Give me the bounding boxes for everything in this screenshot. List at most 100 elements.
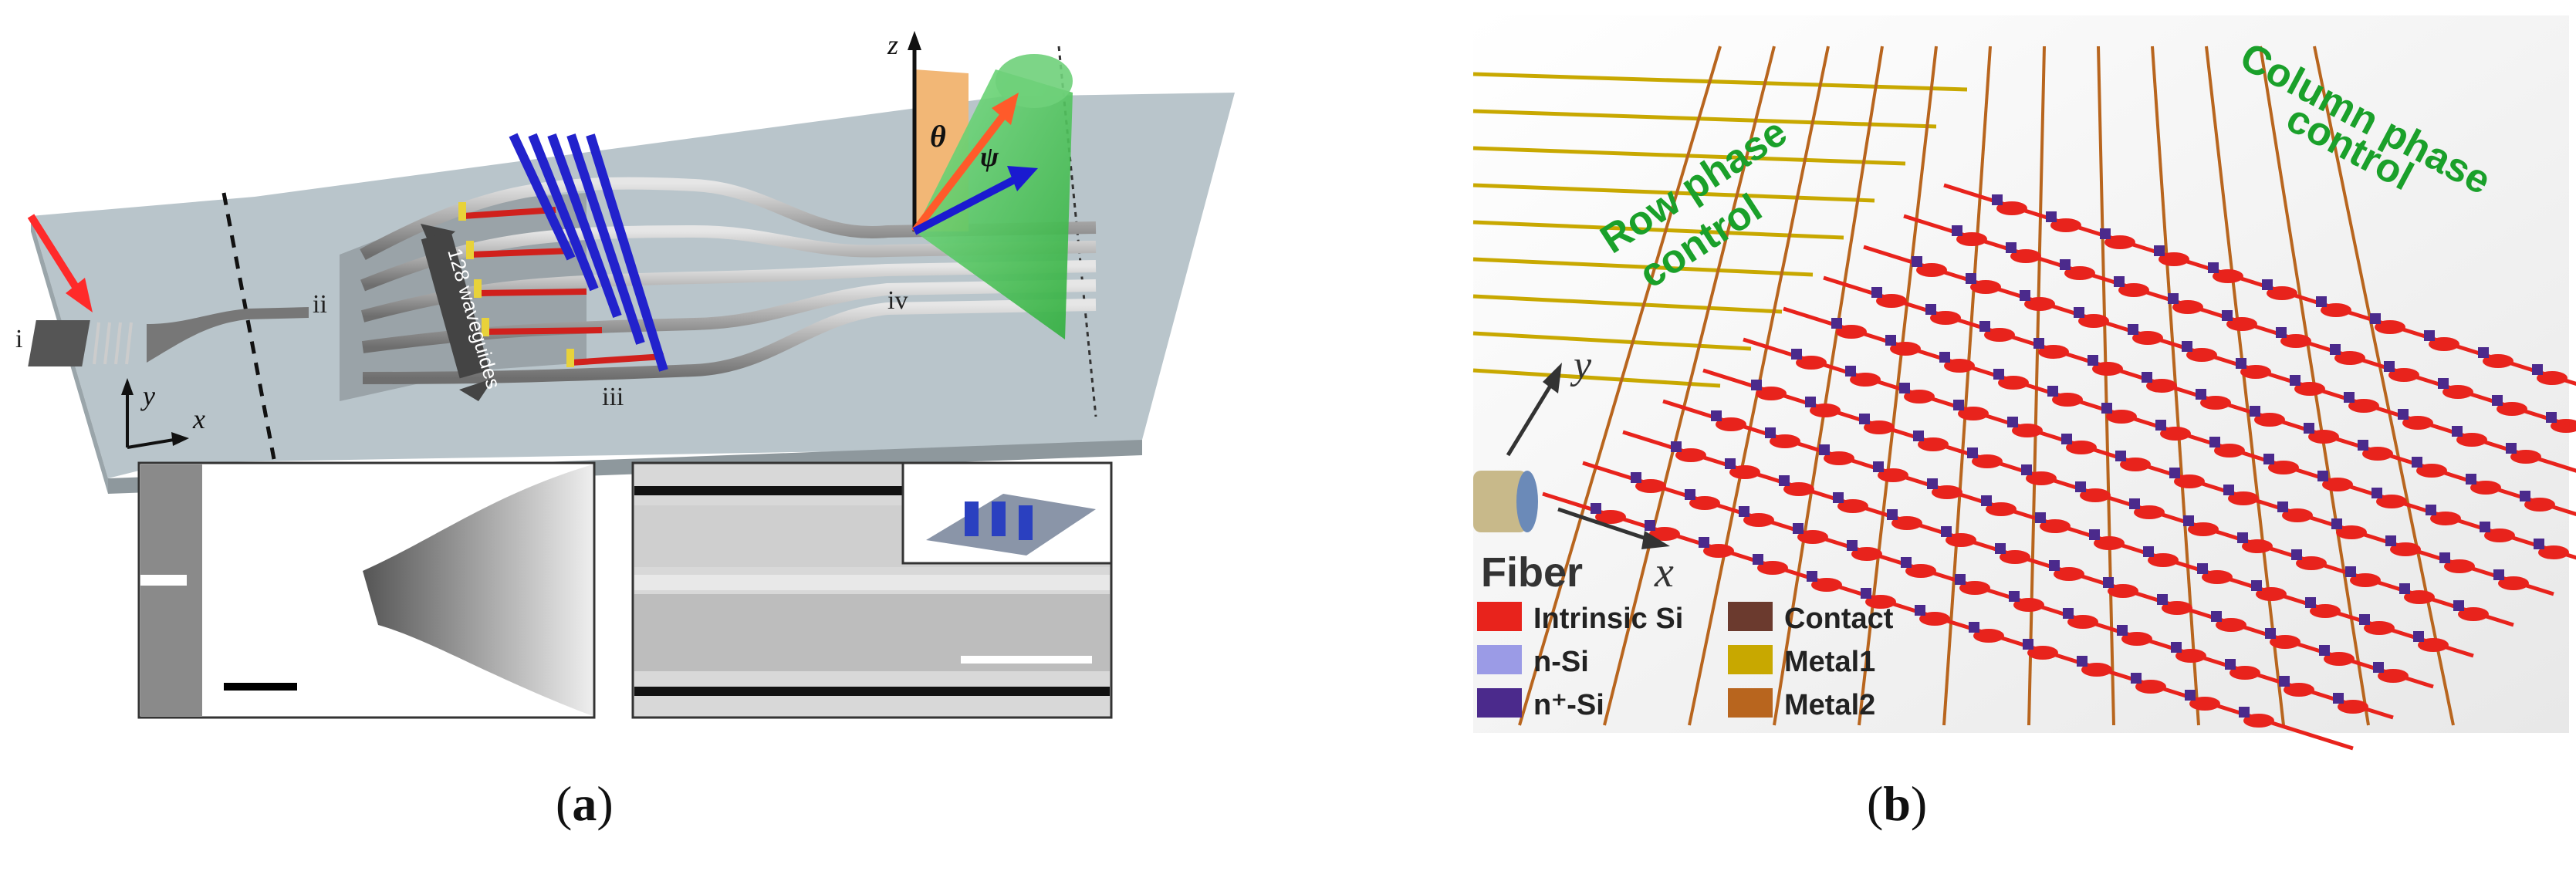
grating-antenna xyxy=(1958,407,1989,420)
phase-shifter xyxy=(2493,569,2504,580)
phase-shifter xyxy=(2103,577,2114,588)
grating-antenna xyxy=(2052,393,2083,407)
grating-antenna xyxy=(2310,604,2341,618)
phase-shifter xyxy=(1966,273,1976,284)
phase-shifter xyxy=(2100,228,2111,239)
metal1-row-line xyxy=(1472,331,1752,351)
phase-shifter xyxy=(2225,659,2236,670)
grating-antenna xyxy=(2038,345,2069,359)
grating-antenna xyxy=(2132,331,2163,345)
phase-shifter xyxy=(1995,543,2006,554)
phase-shifter xyxy=(2222,310,2233,321)
grating-antenna xyxy=(2148,553,2179,567)
metal2-column-line xyxy=(2313,46,2455,726)
phase-shifter xyxy=(1927,478,1938,489)
grating-antenna xyxy=(2174,474,2205,488)
phase-shifter xyxy=(2439,552,2450,563)
grating-antenna xyxy=(2390,542,2421,556)
grating-antenna xyxy=(2284,683,2314,697)
grating-antenna xyxy=(1930,311,1961,325)
grating-antenna xyxy=(1836,325,1867,339)
phase-shifter xyxy=(1779,475,1790,486)
legend-swatch-intrinsic-si xyxy=(1477,602,1522,631)
phase-shifter xyxy=(2143,546,2154,557)
phase-shifter xyxy=(2506,443,2517,454)
fiber: Fiber xyxy=(1473,471,1583,596)
control-electrodes xyxy=(509,133,668,372)
grating-antenna xyxy=(1850,373,1881,387)
legend-swatch-n-plus-si xyxy=(1477,688,1522,718)
phase-shifter xyxy=(2317,471,2328,481)
metal2-column-line xyxy=(1858,46,1938,726)
phase-shifter xyxy=(1753,554,1763,565)
legend-label-contact: Contact xyxy=(1784,603,1894,635)
grating-antenna xyxy=(1864,420,1895,434)
grating-antenna xyxy=(1635,479,1666,493)
grating-antenna xyxy=(2213,269,2243,283)
phase-shifter xyxy=(1979,321,1990,332)
grating-antenna xyxy=(1743,513,1774,527)
phase-shifter xyxy=(1859,414,1870,424)
metal1-row-line xyxy=(1472,294,1783,314)
grating-antenna xyxy=(1595,510,1626,524)
phase-shifter xyxy=(2263,454,2274,464)
grating-antenna xyxy=(2000,550,2030,564)
phase-shifter xyxy=(1725,458,1736,469)
region-label-iii: iii xyxy=(602,383,624,411)
psi-label: ψ xyxy=(980,141,999,172)
phase-shifter xyxy=(2155,420,2166,431)
grating-antenna xyxy=(1959,581,1990,595)
phase-shifter xyxy=(2077,656,2088,667)
grating-antenna xyxy=(2350,573,2381,587)
phase-shifter xyxy=(1685,489,1695,500)
phase-shifter xyxy=(1819,444,1830,455)
grating-antenna xyxy=(2092,362,2123,376)
grating-antenna xyxy=(2336,525,2367,539)
scale-bar xyxy=(961,656,1092,664)
legend-swatch-n-si xyxy=(1477,645,1522,674)
grating-antenna xyxy=(2054,567,2084,581)
grating-antenna xyxy=(2444,559,2475,573)
grating-antenna xyxy=(2267,286,2297,300)
grating-antenna xyxy=(2429,337,2459,351)
phase-shifter xyxy=(1765,427,1776,438)
panel-b-illustration: Row phase control Column phase control y… xyxy=(1472,15,2576,751)
phase-shifter xyxy=(1953,400,1964,410)
grating-antenna xyxy=(1946,533,1976,547)
phase-shifter xyxy=(2236,358,2246,369)
grating-antenna xyxy=(1851,547,1882,561)
phase-shifter xyxy=(1671,441,1682,452)
axis-z-label: z xyxy=(887,29,898,60)
phase-shifter xyxy=(1915,605,1925,616)
grating-antenna xyxy=(2120,458,2151,471)
phase-shifter xyxy=(1871,287,1882,298)
phase-shifter xyxy=(2009,591,2020,602)
phase-shifter xyxy=(1833,492,1844,503)
grating-antenna xyxy=(2172,300,2203,314)
grating-antenna xyxy=(1837,499,1868,513)
grating-antenna xyxy=(2322,478,2353,491)
phase-shifter xyxy=(2371,488,2382,498)
grating-antenna xyxy=(1973,629,2004,643)
phase-shifter xyxy=(1955,574,1966,585)
phase-shifter xyxy=(2358,440,2368,451)
grating-antenna xyxy=(2066,441,2097,454)
phase-shifter xyxy=(2049,560,2060,571)
phase-shifter xyxy=(2466,474,2476,485)
grating-antenna xyxy=(1649,527,1680,541)
phase-shifter xyxy=(2305,597,2316,608)
sem-image-splitter xyxy=(137,461,596,719)
grating-antenna xyxy=(2524,498,2555,512)
phase-shifter xyxy=(2183,515,2194,526)
section-divider xyxy=(221,192,276,460)
phase-shifter xyxy=(2128,324,2138,335)
grating-antenna xyxy=(2388,368,2419,382)
phase-shifter xyxy=(2492,395,2503,406)
caption-a: (a) xyxy=(556,776,614,831)
phase-shifter xyxy=(2129,498,2140,509)
phase-shifter xyxy=(2023,639,2033,650)
phase-shifter xyxy=(1912,256,1922,267)
grating-antenna xyxy=(2498,576,2529,590)
grating-antenna xyxy=(2294,382,2325,396)
grating-antenna xyxy=(2256,587,2287,601)
